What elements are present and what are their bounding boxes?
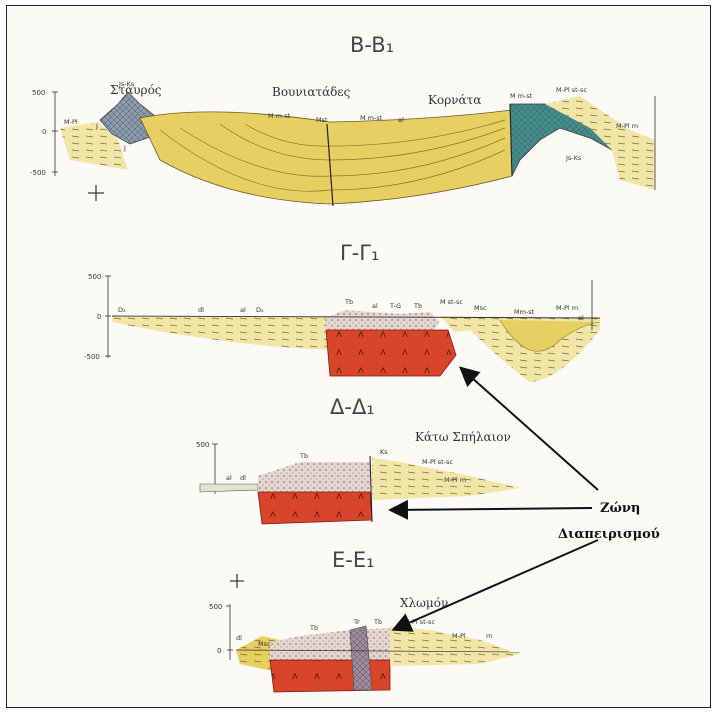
- elevation-tick: -500: [30, 169, 46, 177]
- elevation-tick: 500: [32, 89, 45, 97]
- unit-label: D₂: [118, 306, 126, 314]
- unit-label: al: [578, 314, 584, 322]
- section-title: Δ-Δ₁: [330, 395, 375, 419]
- section-title: Γ-Γ₁: [340, 241, 379, 265]
- unit-label: M-Pl m: [444, 476, 466, 484]
- section-title: B-B₁: [350, 33, 394, 57]
- unit-label: al: [398, 116, 404, 124]
- unit-label: al: [372, 302, 378, 310]
- unit-label: M-Pl st-sc: [422, 458, 453, 466]
- callout-arrow: [395, 540, 598, 629]
- elevation-tick: 500: [209, 603, 222, 611]
- unit-label: dl: [240, 474, 246, 482]
- sediment-basin-unit: [140, 110, 512, 204]
- place-label: Κορνάτα: [428, 93, 481, 107]
- unit-label: M m-st: [510, 92, 533, 100]
- unit-label: Ks: [380, 448, 388, 456]
- unit-label: M m-st: [268, 112, 291, 120]
- unit-label: Tb: [413, 302, 422, 310]
- unit-label: M-Pl m: [616, 122, 638, 130]
- elevation-tick: 500: [196, 441, 209, 449]
- unit-label: M m-st: [360, 114, 383, 122]
- unit-label: Msc: [258, 640, 271, 648]
- unit-label: m: [486, 632, 492, 640]
- place-label: Κάτω Σπήλαιον: [415, 430, 511, 444]
- unit-label: Js-Ks: [118, 80, 135, 88]
- unit-label: J: [95, 122, 98, 130]
- elevation-tick: 0: [217, 647, 221, 655]
- unit-label: Tb: [309, 624, 318, 632]
- unit-label: al: [240, 306, 246, 314]
- callout-label: Διαπειρισμού: [558, 527, 660, 542]
- place-label: Βουνιατάδες: [272, 85, 351, 99]
- unit-label: Tb: [299, 452, 308, 460]
- unit-label: M st-sc: [440, 298, 463, 306]
- elevation-tick: -500: [84, 353, 100, 361]
- unit-label: Msc: [474, 304, 487, 312]
- section-title: Ε-Ε₁: [332, 548, 375, 572]
- unit-label: Tb: [373, 618, 382, 626]
- section-b-b1: B-B₁ Σταυρός Βουνιατάδες Κορνάτα 500 0 -…: [30, 33, 655, 206]
- unit-label: J: [123, 144, 126, 152]
- unit-label: dl: [198, 306, 204, 314]
- unit-label: M-Pl st-sc: [556, 86, 587, 94]
- callout-arrow: [392, 508, 592, 510]
- unit-label: Tr: [353, 618, 360, 626]
- unit-label: M-Pl: [452, 632, 466, 640]
- unit-label: M-Pl: [64, 118, 78, 126]
- elevation-tick: 0: [97, 313, 101, 321]
- section-d-d1: Δ-Δ₁ Κάτω Σπήλαιον 500 0 al dl Tb Ks M-P…: [196, 395, 520, 524]
- unit-label: Js-Ks: [565, 154, 582, 162]
- diapir-zone-callout: Ζώνη Διαπειρισμού: [392, 369, 660, 629]
- unit-label: D₂: [256, 306, 264, 314]
- place-label: Σταυρός: [110, 83, 162, 97]
- section-g-g1: Γ-Γ₁ 500 0 -500 D₂ dl al D₂ Tb al T-G Tb…: [84, 241, 600, 382]
- unit-label: dl: [236, 634, 242, 642]
- elevation-tick: 0: [42, 128, 46, 136]
- callout-label: Ζώνη: [600, 501, 640, 516]
- unit-label: T-G: [389, 302, 401, 310]
- unit-label: Mm-st: [514, 308, 535, 316]
- unit-label: M-Pl m: [556, 304, 578, 312]
- unit-label: al: [226, 474, 232, 482]
- unit-label: Mst: [316, 116, 328, 124]
- unit-label: Tb: [344, 298, 353, 306]
- section-e-e1: Ε-Ε₁ Χλωμόν 500 0 dl Msc Tb Tr Tb M-Pl s…: [209, 548, 520, 692]
- elevation-tick: 500: [88, 273, 101, 281]
